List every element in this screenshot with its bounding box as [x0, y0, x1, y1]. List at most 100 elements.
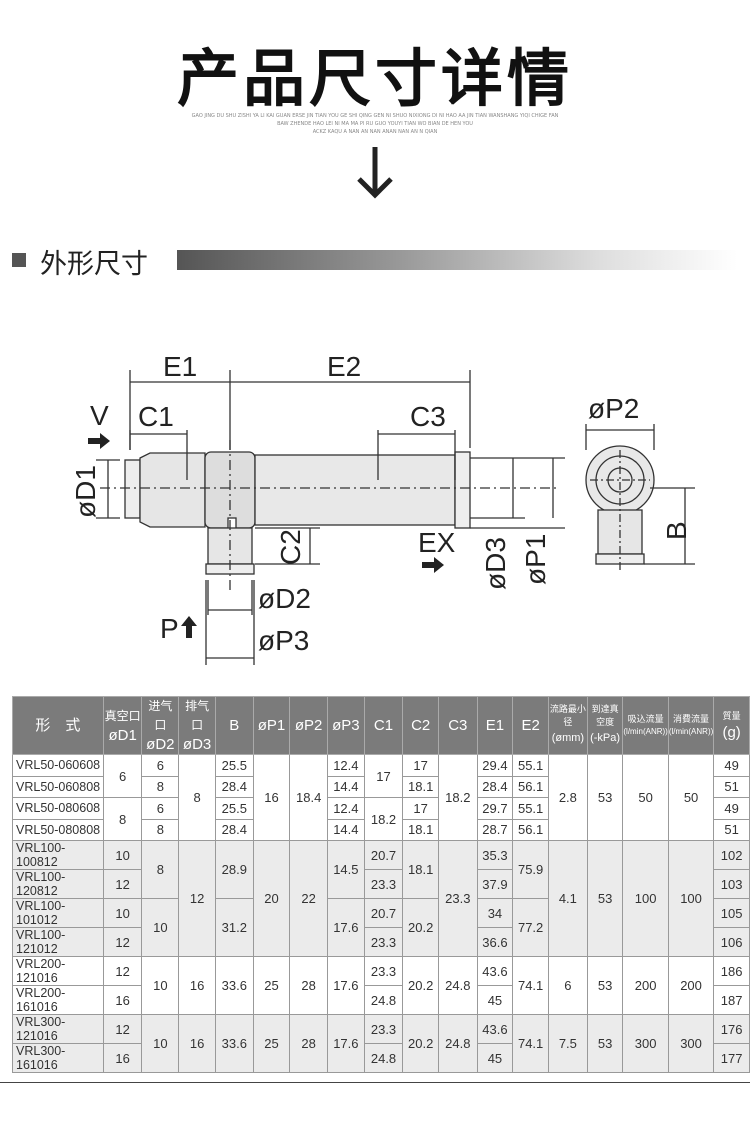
column-header-label: 吸込流量: [627, 714, 664, 724]
value-cell: 45: [476, 1043, 514, 1073]
model-cell: VRL200-161016: [12, 985, 104, 1015]
value-cell: 18.4: [289, 754, 328, 841]
column-header: 消費流量(l/min(ANR)): [667, 696, 715, 755]
value-cell: 300: [622, 1014, 669, 1073]
value-cell: 200: [622, 956, 669, 1015]
column-header: C3: [438, 696, 478, 755]
subtitle-line: GAO JING DU SHU ZISHI YA LI KAI GUAN ERS…: [191, 113, 559, 119]
value-cell: 106: [713, 927, 750, 957]
value-cell: 187: [713, 985, 750, 1015]
value-cell: 186: [713, 956, 750, 986]
value-cell: 10: [141, 898, 180, 957]
column-header-unit: øD3: [182, 736, 212, 753]
column-header-label: 流路最小径: [549, 704, 586, 727]
value-cell: 74.1: [512, 956, 549, 1015]
value-cell: 28.9: [214, 840, 254, 899]
value-cell: 18.1: [402, 775, 439, 798]
value-cell: 16: [102, 985, 143, 1015]
value-cell: 100: [667, 840, 715, 957]
value-cell: 20.2: [402, 956, 439, 1015]
value-cell: 12.4: [327, 754, 365, 777]
column-header: C2: [402, 696, 439, 755]
column-header-label: 消費流量: [673, 714, 710, 724]
column-header: 質量(g): [713, 696, 750, 755]
arrow-up-icon: [181, 616, 197, 638]
value-cell: 24.8: [363, 1043, 404, 1073]
model-cell: VRL300-161016: [12, 1043, 104, 1073]
value-cell: 35.3: [476, 840, 514, 870]
value-cell: 23.3: [363, 956, 404, 986]
value-cell: 56.1: [512, 775, 549, 798]
value-cell: 12: [102, 869, 143, 899]
value-cell: 28.4: [214, 818, 254, 841]
value-cell: 28: [289, 1014, 328, 1073]
value-cell: 17: [402, 797, 439, 820]
model-cell: VRL100-100812: [12, 840, 104, 870]
value-cell: 31.2: [214, 898, 254, 957]
label-b: B: [661, 521, 692, 540]
page-title: 产品尺寸详情: [176, 42, 573, 115]
value-cell: 8: [141, 775, 180, 798]
value-cell: 18.2: [363, 797, 404, 841]
label-c3: C3: [410, 401, 446, 432]
footer-divider: [0, 1082, 750, 1083]
label-d1: øD1: [70, 465, 101, 518]
arrow-right-icon: [88, 433, 110, 449]
value-cell: 176: [713, 1014, 750, 1044]
column-header-unit: øD2: [146, 736, 175, 753]
value-cell: 7.5: [547, 1014, 588, 1073]
value-cell: 23.3: [438, 840, 478, 957]
value-cell: 25.5: [214, 797, 254, 820]
value-cell: 50: [622, 754, 669, 841]
model-cell: VRL50-080608: [12, 797, 104, 820]
value-cell: 24.8: [363, 985, 404, 1015]
value-cell: 16: [178, 1014, 216, 1073]
value-cell: 37.9: [476, 869, 514, 899]
value-cell: 18.1: [402, 818, 439, 841]
value-cell: 4.1: [547, 840, 588, 957]
value-cell: 23.3: [363, 1014, 404, 1044]
value-cell: 53: [586, 840, 624, 957]
label-e1: E1: [163, 351, 197, 382]
label-e2: E2: [327, 351, 361, 382]
value-cell: 20.2: [402, 1014, 439, 1073]
value-cell: 51: [713, 775, 750, 798]
column-header-label: 真空口: [104, 708, 141, 723]
value-cell: 6: [141, 797, 180, 820]
value-cell: 105: [713, 898, 750, 928]
value-cell: 53: [586, 754, 624, 841]
value-cell: 16: [252, 754, 291, 841]
value-cell: 23.3: [363, 869, 404, 899]
column-header: øP1: [252, 696, 291, 755]
value-cell: 8: [141, 818, 180, 841]
value-cell: 300: [667, 1014, 715, 1073]
subtitle-line: ACKZ KAQU A NAN AN NAN ANAN NAN AN N QIA…: [312, 129, 438, 135]
model-cell: VRL100-121012: [12, 927, 104, 957]
value-cell: 10: [102, 898, 143, 928]
value-cell: 17: [363, 754, 404, 798]
value-cell: 14.4: [327, 775, 365, 798]
value-cell: 29.7: [476, 797, 514, 820]
value-cell: 102: [713, 840, 750, 870]
column-header: 到達真空度(-kPa): [586, 696, 624, 755]
section-header: 外形尺寸: [12, 244, 738, 280]
value-cell: 12.4: [327, 797, 365, 820]
value-cell: 12: [178, 840, 216, 957]
value-cell: 14.4: [327, 818, 365, 841]
value-cell: 33.6: [214, 956, 254, 1015]
column-header: 流路最小径(ømm): [547, 696, 588, 755]
arrow-down-icon: [355, 145, 395, 205]
arrow-right-icon: [422, 557, 444, 573]
value-cell: 53: [586, 956, 624, 1015]
column-header: øP2: [289, 696, 328, 755]
value-cell: 25: [252, 1014, 291, 1073]
column-header-unit: (l/min(ANR)): [623, 727, 668, 736]
label-d2: øD2: [258, 583, 311, 614]
value-cell: 25.5: [214, 754, 254, 777]
